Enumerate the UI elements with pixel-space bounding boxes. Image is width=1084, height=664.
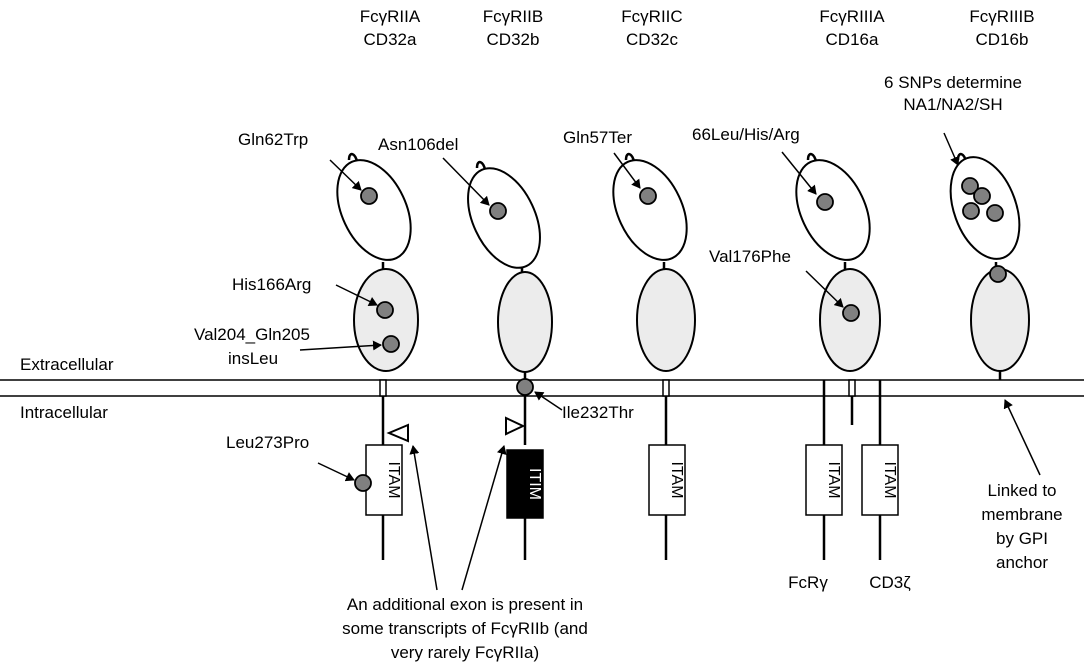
snp-his166arg [376,301,394,319]
snp-ile232thr [516,378,534,396]
snp-fcgr3b-1 [961,177,979,195]
snp-fcgr3b-3 [962,202,980,220]
label-66leu: 66Leu/His/Arg [692,125,800,144]
label-gln57ter: Gln57Ter [563,128,632,147]
receptor-fcgr3b [949,152,1030,380]
receptor-fcgr2a: ITAM [336,152,419,560]
fcgr3a-gamma-itam-label: ITAM [825,461,842,498]
receptor-fcgr3a: ITAM ITAM [795,152,899,560]
label-leu273pro: Leu273Pro [226,433,309,452]
snp-fcgr3b-5 [989,265,1007,283]
snp-val204 [382,335,400,353]
fcgr2a-itam-label: ITAM [385,461,402,498]
label-fcr-gamma: FcRγ [788,573,828,592]
label-gln62trp: Gln62Trp [238,130,308,149]
fcgr3a-zeta-itam [861,444,899,516]
fcgr3a-gamma-itam [805,444,843,516]
label-cd3-zeta: CD3ζ [869,573,911,592]
receptor-cd-fcgr2c: CD32c [626,30,678,49]
fcgr2b-domain-2 [497,271,553,373]
snp-val176phe [842,304,860,322]
label-val204-line2: insLeu [228,349,278,368]
fcgr3a-zeta-itam-label: ITAM [881,461,898,498]
label-snps-line1: 6 SNPs determine [884,73,1022,92]
receptor-cd-fcgr2b: CD32b [487,30,540,49]
label-val176phe: Val176Phe [709,247,791,266]
snp-66leu [816,193,834,211]
fcgr2c-domain-1 [612,159,688,261]
receptor-cd-fcgr3b: CD16b [976,30,1029,49]
fcgr2c-domain-2 [636,268,696,372]
fcgr3b-domain-1 [949,156,1021,260]
fcgr2c-itam [648,444,686,516]
receptor-name-fcgr2c: FcγRIIC [621,7,682,26]
label-snps-line2: NA1/NA2/SH [903,95,1002,114]
label-gpi-line4: anchor [996,553,1048,572]
fcgr3b-domain-2 [970,268,1030,372]
fcgr3a-domain-1 [795,159,871,261]
label-gpi-line3: by GPI [996,529,1048,548]
receptor-fcgr2b: ITIM [467,160,553,560]
fcgr2b-itim-label: ITIM [526,468,543,500]
label-val204-line1: Val204_Gln205 [194,325,310,344]
snp-gln57ter [639,187,657,205]
cell-membrane [0,379,1084,397]
extracellular-label: Extracellular [20,355,114,374]
snp-fcgr3b-4 [986,204,1004,222]
receptor-cd-fcgr3a: CD16a [826,30,879,49]
receptor-name-fcgr2b: FcγRIIB [483,7,543,26]
receptor-cd-fcgr2a: CD32a [364,30,417,49]
label-exon-line3: very rarely FcγRIIa) [391,643,539,662]
snp-asn106del [489,202,507,220]
snp-gln62trp [360,187,378,205]
fcgr2a-domain-2 [353,268,419,372]
fcgr2c-itam-label: ITAM [668,461,685,498]
snp-fcgr3b-2 [973,187,991,205]
label-exon-line1: An additional exon is present in [347,595,583,614]
label-exon-line2: some transcripts of FcγRIIb (and [342,619,588,638]
receptor-name-fcgr3a: FcγRIIIA [819,7,885,26]
snp-leu273pro [354,474,372,492]
receptor-name-fcgr2a: FcγRIIA [360,7,421,26]
fcgr2b-domain-1 [467,167,541,269]
exon-triangle-fcgr2a [386,423,409,443]
label-asn106del: Asn106del [378,135,458,154]
label-gpi-line1: Linked to [988,481,1057,500]
receptor-fcgr2c: ITAM [612,152,696,560]
label-his166arg: His166Arg [232,275,311,294]
label-gpi-line2: membrane [981,505,1062,524]
label-ile232thr: Ile232Thr [562,403,634,422]
receptor-name-fcgr3b: FcγRIIIB [969,7,1034,26]
intracellular-label: Intracellular [20,403,108,422]
exon-triangle-fcgr2b [505,416,526,436]
